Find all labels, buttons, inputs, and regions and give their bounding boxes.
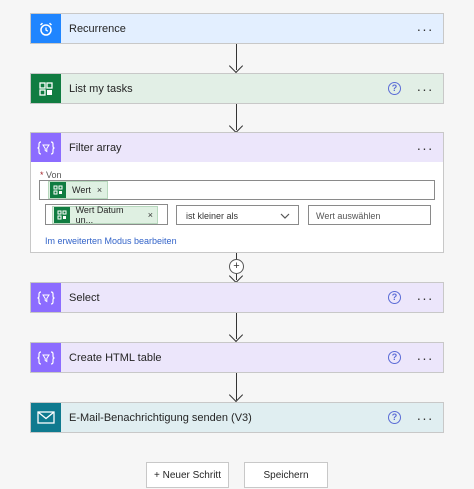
remove-token-icon[interactable]: × [96, 185, 103, 195]
arrow-down-icon [228, 387, 244, 403]
step-create-html-table[interactable]: Create HTML table ? ··· [30, 342, 444, 373]
remove-token-icon[interactable]: × [147, 210, 153, 220]
add-step-icon[interactable]: + [229, 259, 244, 274]
arrow-down-icon [228, 58, 244, 74]
condition-value-placeholder: Wert auswählen [316, 211, 381, 221]
planner-icon [54, 207, 70, 223]
help-icon[interactable]: ? [388, 82, 401, 95]
connector-line [236, 373, 237, 400]
step-title: Create HTML table [69, 351, 162, 364]
more-options-icon[interactable]: ··· [416, 289, 434, 306]
mail-icon [31, 403, 61, 432]
connector-line [236, 44, 237, 70]
more-options-icon[interactable]: ··· [416, 349, 434, 366]
von-token[interactable]: Wert × [48, 181, 108, 199]
connector-line [236, 104, 237, 130]
von-token-label: Wert [72, 185, 91, 195]
arrow-down-icon [228, 118, 244, 134]
more-options-icon[interactable]: ··· [416, 80, 434, 97]
advanced-mode-link[interactable]: Im erweiterten Modus bearbeiten [45, 236, 177, 246]
more-options-icon[interactable]: ··· [416, 20, 434, 37]
save-button[interactable]: Speichern [244, 462, 328, 488]
operator-dropdown[interactable]: ist kleiner als [176, 205, 299, 225]
data-operation-icon [31, 343, 61, 372]
step-title: Select [69, 291, 100, 304]
help-icon[interactable]: ? [388, 351, 401, 364]
add-step-label: + [233, 260, 240, 272]
new-step-button[interactable]: + Neuer Schritt [146, 462, 229, 488]
more-options-icon[interactable]: ··· [416, 409, 434, 426]
von-label: * Von [40, 170, 62, 180]
step-title: Filter array [69, 141, 122, 154]
condition-value-input[interactable]: Wert auswählen [308, 205, 431, 225]
step-title: List my tasks [69, 82, 133, 95]
condition-left-token[interactable]: Wert Datum un... × [52, 205, 158, 225]
planner-icon [50, 182, 66, 198]
chevron-down-icon [280, 213, 290, 219]
help-icon[interactable]: ? [388, 411, 401, 424]
more-options-icon[interactable]: ··· [416, 139, 434, 156]
step-title: Recurrence [69, 22, 126, 35]
alarm-clock-icon [31, 14, 61, 43]
step-recurrence[interactable]: Recurrence ··· [30, 13, 444, 44]
new-step-label: + Neuer Schritt [154, 469, 221, 481]
step-title: E-Mail-Benachrichtigung senden (V3) [69, 411, 252, 424]
step-list-my-tasks[interactable]: List my tasks ? ··· [30, 73, 444, 104]
planner-icon [31, 74, 61, 103]
step-send-email[interactable]: E-Mail-Benachrichtigung senden (V3) ? ··… [30, 402, 444, 433]
help-icon[interactable]: ? [388, 291, 401, 304]
filter-array-icon [31, 133, 61, 162]
condition-left-token-label: Wert Datum un... [75, 205, 124, 225]
data-operation-icon [31, 283, 61, 312]
operator-selected-value: ist kleiner als [186, 211, 239, 221]
save-label: Speichern [263, 469, 309, 481]
von-input[interactable] [39, 180, 435, 200]
connector-line [236, 313, 237, 339]
arrow-down-icon [228, 327, 244, 343]
step-select[interactable]: Select ? ··· [30, 282, 444, 313]
